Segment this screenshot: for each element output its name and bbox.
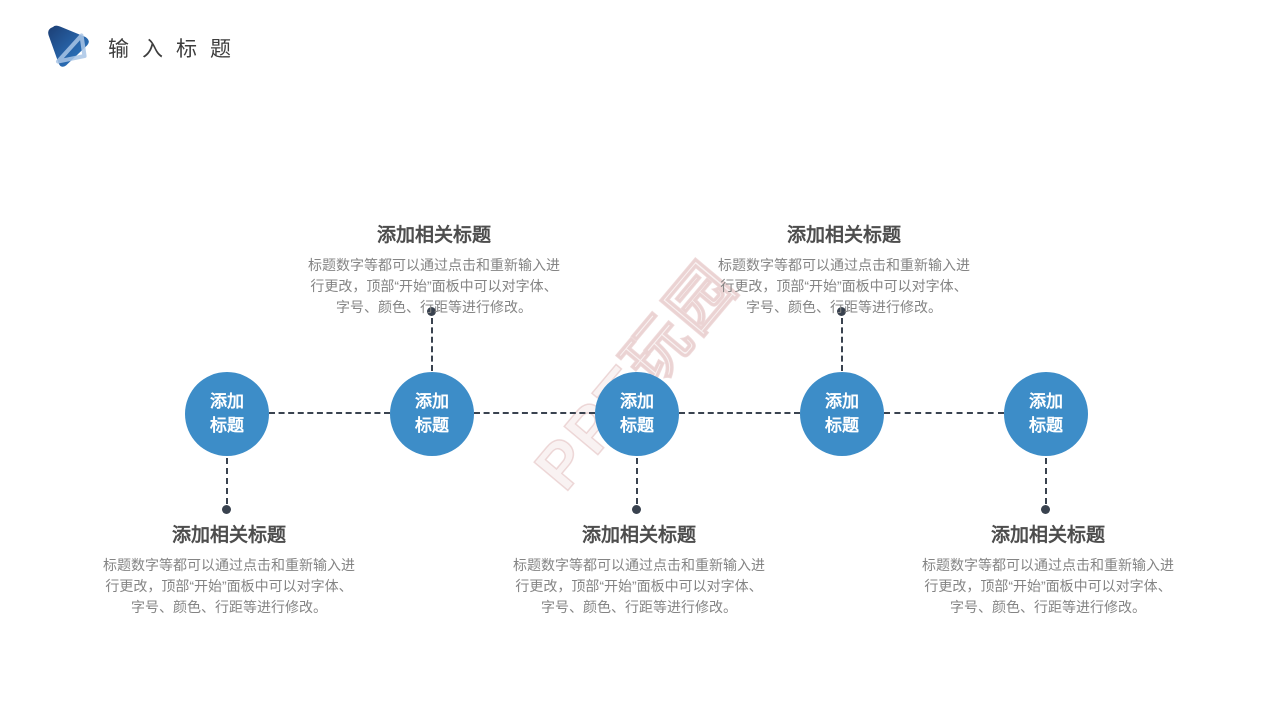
timeline-connector-2-3 [474, 412, 595, 414]
circle-label-line1: 添加 [1029, 392, 1063, 411]
node-2-connector-dot [427, 307, 436, 316]
node-1-text-block: 添加相关标题 标题数字等都可以通过点击和重新输入进行更改，顶部“开始”面板中可以… [94, 520, 364, 618]
node-5-text-block: 添加相关标题 标题数字等都可以通过点击和重新输入进行更改，顶部“开始”面板中可以… [913, 520, 1183, 618]
node-2-text-block: 添加相关标题 标题数字等都可以通过点击和重新输入进行更改，顶部“开始”面板中可以… [299, 220, 569, 318]
circle-label-line2: 标题 [415, 416, 449, 435]
block-heading: 添加相关标题 [786, 225, 901, 246]
node-5-connector-dot [1041, 505, 1050, 514]
block-heading: 添加相关标题 [376, 225, 491, 246]
block-body: 标题数字等都可以通过点击和重新输入进行更改，顶部“开始”面板中可以对字体、字号、… [922, 557, 1174, 615]
timeline-connector-3-4 [679, 412, 800, 414]
timeline-connector-4-5 [884, 412, 1004, 414]
circle-label-line1: 添加 [210, 392, 244, 411]
timeline-connector-1-2 [269, 412, 390, 414]
circle-label-line1: 添加 [415, 392, 449, 411]
page-title: 输入标题 [108, 38, 244, 61]
block-body: 标题数字等都可以通过点击和重新输入进行更改，顶部“开始”面板中可以对字体、字号、… [103, 557, 355, 615]
timeline-node-circle-1: 添加 标题 [185, 372, 269, 456]
block-heading: 添加相关标题 [171, 525, 286, 546]
node-1-connector-line [226, 458, 228, 504]
block-heading: 添加相关标题 [990, 525, 1105, 546]
circle-label-line2: 标题 [620, 416, 654, 435]
node-5-connector-line [1045, 458, 1047, 504]
circle-label-line2: 标题 [825, 416, 859, 435]
circle-label-line2: 标题 [210, 416, 244, 435]
block-body: 标题数字等都可以通过点击和重新输入进行更改，顶部“开始”面板中可以对字体、字号、… [718, 257, 970, 315]
timeline-node-circle-5: 添加 标题 [1004, 372, 1088, 456]
circle-label-line1: 添加 [620, 392, 654, 411]
circle-label-line1: 添加 [825, 392, 859, 411]
circle-label-line2: 标题 [1029, 416, 1063, 435]
logo-icon [48, 25, 89, 67]
node-2-connector-line [431, 318, 433, 371]
block-body: 标题数字等都可以通过点击和重新输入进行更改，顶部“开始”面板中可以对字体、字号、… [513, 557, 765, 615]
node-4-text-block: 添加相关标题 标题数字等都可以通过点击和重新输入进行更改，顶部“开始”面板中可以… [709, 220, 979, 318]
block-heading: 添加相关标题 [581, 525, 696, 546]
node-3-connector-dot [632, 505, 641, 514]
node-3-text-block: 添加相关标题 标题数字等都可以通过点击和重新输入进行更改，顶部“开始”面板中可以… [504, 520, 774, 618]
node-4-connector-dot [837, 307, 846, 316]
block-body: 标题数字等都可以通过点击和重新输入进行更改，顶部“开始”面板中可以对字体、字号、… [308, 257, 560, 315]
timeline-node-circle-3: 添加 标题 [595, 372, 679, 456]
timeline-node-circle-4: 添加 标题 [800, 372, 884, 456]
node-4-connector-line [841, 318, 843, 371]
timeline-node-circle-2: 添加 标题 [390, 372, 474, 456]
node-3-connector-line [636, 458, 638, 504]
node-1-connector-dot [222, 505, 231, 514]
